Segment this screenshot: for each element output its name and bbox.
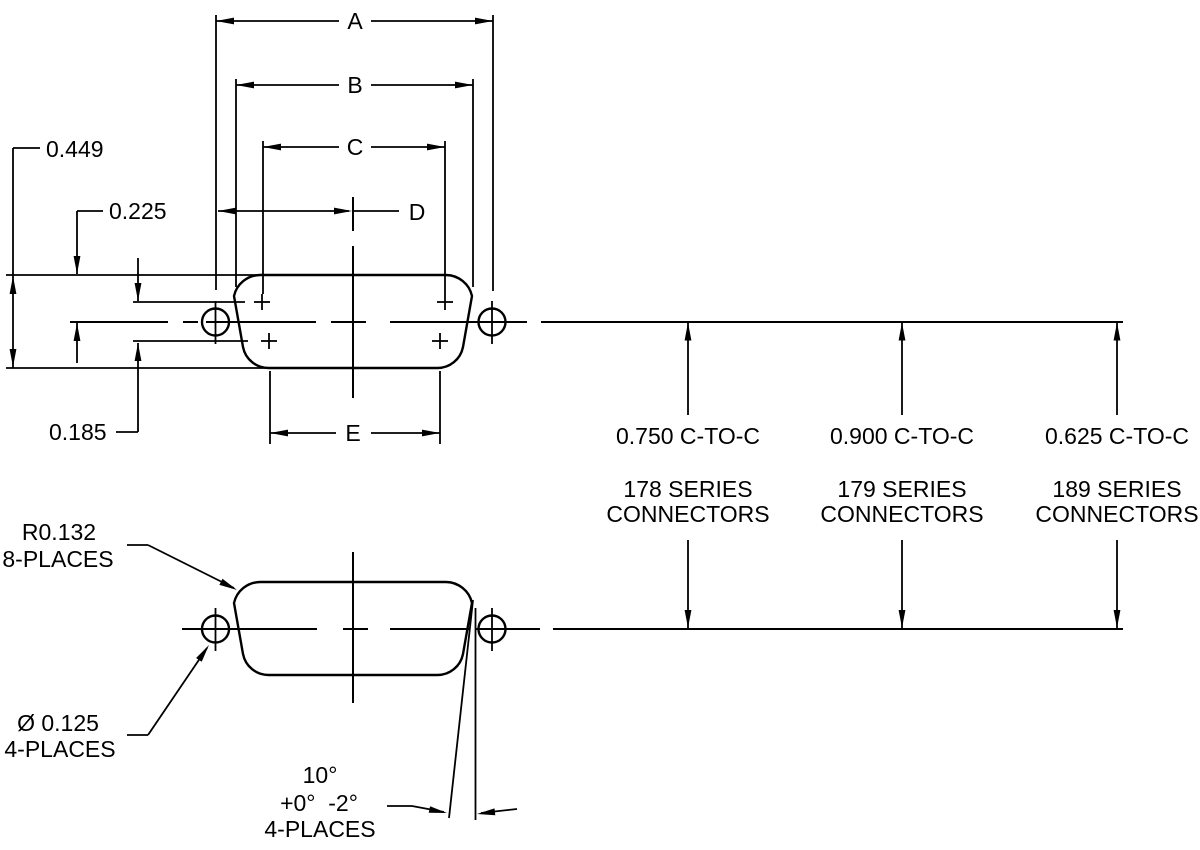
corner-radius-value: R0.132	[22, 519, 96, 545]
angle-slant-extension-line	[448, 599, 474, 819]
dim-E-label: E	[345, 420, 360, 446]
dim-B-label: B	[347, 72, 362, 98]
dim-row-spacing: 0.185	[49, 258, 142, 445]
series-189-name: 189 SERIES	[1052, 476, 1181, 502]
dim-overall-height-value: 0.449	[46, 136, 104, 162]
dim-B: B	[235, 72, 474, 287]
series-178-ctoc: 0.750 C-TO-C	[616, 423, 760, 449]
corner-radius-places: 8-PLACES	[2, 546, 113, 572]
hole-diameter-value: Ø 0.125	[17, 710, 99, 736]
series-column-179: 0.900 C-TO-C 179 SERIES CONNECTORS	[820, 322, 984, 628]
series-179-ctoc: 0.900 C-TO-C	[830, 423, 974, 449]
top-view-cutout-outline	[232, 273, 474, 370]
pin-position-marks	[254, 294, 453, 349]
dim-C: C	[262, 134, 446, 294]
series-178-connectors: CONNECTORS	[606, 501, 769, 527]
dim-A-label: A	[347, 8, 363, 34]
hole-diameter-places: 4-PLACES	[4, 736, 115, 762]
series-column-189: 0.625 C-TO-C 189 SERIES CONNECTORS	[1035, 322, 1199, 628]
angle-value: 10°	[303, 762, 338, 788]
series-179-name: 179 SERIES	[837, 476, 966, 502]
dim-D: D	[218, 199, 425, 225]
angle-tolerance: +0° -2°	[280, 790, 358, 816]
dim-E: E	[269, 371, 441, 446]
callout-angle: 10° +0° -2° 4-PLACES	[264, 599, 518, 842]
series-189-connectors: CONNECTORS	[1035, 501, 1198, 527]
dim-half-height: 0.225	[73, 198, 167, 363]
dim-overall-height: 0.449	[9, 136, 104, 368]
bottom-view-cutout-outline	[232, 580, 474, 677]
dim-row-spacing-value: 0.185	[49, 419, 107, 445]
dim-C-label: C	[347, 134, 364, 160]
angle-places: 4-PLACES	[264, 816, 375, 842]
top-view	[6, 197, 1123, 398]
callout-hole-diameter: Ø 0.125 4-PLACES	[4, 645, 209, 762]
series-189-ctoc: 0.625 C-TO-C	[1045, 423, 1189, 449]
series-179-connectors: CONNECTORS	[820, 501, 983, 527]
dim-half-height-value: 0.225	[109, 198, 167, 224]
series-column-178: 0.750 C-TO-C 178 SERIES CONNECTORS	[606, 322, 770, 628]
dim-D-label: D	[409, 199, 426, 225]
bottom-view	[182, 552, 1123, 703]
series-178-name: 178 SERIES	[623, 476, 752, 502]
dim-A: A	[215, 8, 494, 291]
callout-corner-radius: R0.132 8-PLACES	[2, 519, 237, 590]
